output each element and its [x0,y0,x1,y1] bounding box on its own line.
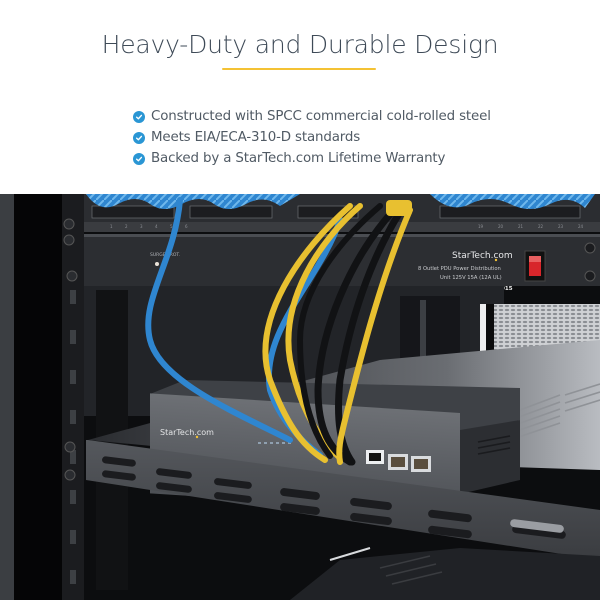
page-title: Heavy-Duty and Durable Design [101,30,499,59]
check-circle-icon [133,152,145,165]
feature-item: Meets EIA/ECA-310-D standards [133,127,491,148]
svg-text:20: 20 [498,224,504,229]
title-underline [222,68,376,70]
feature-list: Constructed with SPCC commercial cold-ro… [133,106,491,169]
svg-text:24: 24 [578,224,584,229]
svg-text:3: 3 [140,224,143,229]
svg-text:21: 21 [518,224,524,229]
svg-text:4: 4 [155,224,158,229]
port-number: 1 [110,224,113,229]
feature-item: Backed by a StarTech.com Lifetime Warran… [133,148,491,169]
pdu-desc-line1: 8 Outlet PDU Power Distribution [418,266,501,272]
switch-brand-logo: StarTech.com [160,428,214,437]
feature-text: Meets EIA/ECA-310-D standards [151,130,361,145]
check-circle-icon [133,131,145,144]
svg-text:2: 2 [125,224,128,229]
feature-item: Constructed with SPCC commercial cold-ro… [133,106,491,127]
svg-text:6: 6 [185,224,188,229]
feature-text: Backed by a StarTech.com Lifetime Warran… [151,151,446,166]
svg-text:23: 23 [558,224,564,229]
svg-text:22: 22 [538,224,544,229]
pdu-desc-line2: Unit 125V 15A (12A UL) [440,275,502,281]
header-section: Heavy-Duty and Durable Design Constructe… [0,0,600,194]
check-circle-icon [133,110,145,123]
svg-text:5: 5 [170,224,173,229]
svg-text:19: 19 [478,224,484,229]
pdu-brand-logo: StarTech.com [452,251,513,261]
feature-text: Constructed with SPCC commercial cold-ro… [151,109,491,124]
